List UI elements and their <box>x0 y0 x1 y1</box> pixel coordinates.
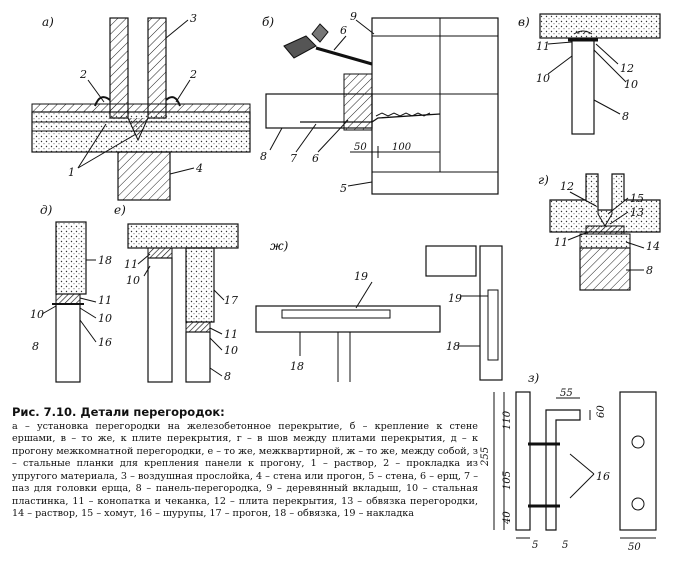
panel-z: з) 55 60 110 255 105 40 5 5 50 16 <box>480 371 657 553</box>
panel-e: е) 11 10 17 11 10 8 <box>114 203 239 383</box>
dim-b-100: 100 <box>392 142 412 153</box>
panel-v: в) 11 10 12 10 8 <box>518 13 661 135</box>
callout-d-11: 11 <box>98 294 112 307</box>
callout-v-11: 11 <box>536 40 550 53</box>
callout-v-12: 12 <box>620 62 634 75</box>
callout-d-10-right: 10 <box>98 312 112 325</box>
callout-d-10-left: 10 <box>30 308 44 321</box>
callout-e-11-right: 11 <box>224 328 238 341</box>
dim-z-5-right: 5 <box>562 540 568 551</box>
panel-e-label: е) <box>114 203 126 217</box>
callout-a-2-right: 2 <box>189 68 197 81</box>
callout-d-8: 8 <box>32 340 39 353</box>
caption-title: Рис. 7.10. Детали перегородок: <box>12 405 225 419</box>
dim-z-60: 60 <box>596 405 607 418</box>
callout-g-12: 12 <box>560 180 574 193</box>
callout-g-8: 8 <box>646 264 653 277</box>
dim-z-50: 50 <box>628 542 641 553</box>
callout-a-3: 3 <box>190 12 197 25</box>
callout-e-10-right: 10 <box>224 344 238 357</box>
caption-body: а – установка перегородки на железобетон… <box>12 420 478 520</box>
panel-d: д) 18 11 10 10 16 8 <box>30 203 112 383</box>
callout-zh-18-right: 18 <box>446 340 460 353</box>
callout-a-1: 1 <box>68 166 75 179</box>
callout-e-17: 17 <box>224 294 238 307</box>
callout-g-13: 13 <box>630 206 644 219</box>
panel-v-label: в) <box>518 15 530 29</box>
panel-a: а) 2 2 3 1 4 <box>31 12 251 201</box>
dim-z-5-left: 5 <box>532 540 538 551</box>
callout-b-8: 8 <box>260 150 267 163</box>
dim-z-255: 255 <box>480 447 491 467</box>
callout-v-8: 8 <box>622 110 629 123</box>
callout-e-10-left: 10 <box>126 274 140 287</box>
callout-g-15: 15 <box>630 192 644 205</box>
panel-zh-label: ж) <box>270 239 289 253</box>
dim-z-110: 110 <box>502 410 513 430</box>
dim-z-40: 40 <box>502 511 513 525</box>
callout-zh-18-left: 18 <box>290 360 304 373</box>
panel-zh: ж) 19 19 18 18 <box>255 239 503 382</box>
callout-g-14: 14 <box>646 240 660 253</box>
dim-z-105: 105 <box>502 471 513 490</box>
callout-a-4: 4 <box>195 162 203 175</box>
callout-v-10-right: 10 <box>624 78 638 91</box>
callout-b-6-top: 6 <box>340 24 347 37</box>
callout-b-9: 9 <box>350 10 357 23</box>
callout-d-18: 18 <box>98 254 112 267</box>
callout-zh-19-right: 19 <box>448 292 462 305</box>
panel-b-label: б) <box>262 15 274 29</box>
callout-z-16: 16 <box>596 470 610 483</box>
figure-caption: Рис. 7.10. Детали перегородок: а – устан… <box>12 406 478 521</box>
dim-z-55: 55 <box>560 388 573 399</box>
callout-zh-19-left: 19 <box>354 270 368 283</box>
callout-v-10-left: 10 <box>536 72 550 85</box>
panel-d-label: д) <box>40 203 53 217</box>
panel-b: б) 50 100 6 9 8 7 6 5 <box>260 10 499 195</box>
callout-g-11: 11 <box>554 236 568 249</box>
panel-g-label: г) <box>538 173 549 187</box>
dim-b-50: 50 <box>354 142 367 153</box>
panel-z-label: з) <box>528 371 540 385</box>
panel-a-label: а) <box>42 15 54 29</box>
panel-g: г) 12 15 13 11 14 8 <box>538 173 661 291</box>
callout-b-7: 7 <box>290 152 297 165</box>
callout-a-2-left: 2 <box>79 68 87 81</box>
callout-e-11-left: 11 <box>124 258 138 271</box>
callout-b-5: 5 <box>340 182 347 195</box>
callout-b-6-bottom: 6 <box>312 152 319 165</box>
callout-e-8: 8 <box>224 370 231 383</box>
callout-d-16: 16 <box>98 336 112 349</box>
